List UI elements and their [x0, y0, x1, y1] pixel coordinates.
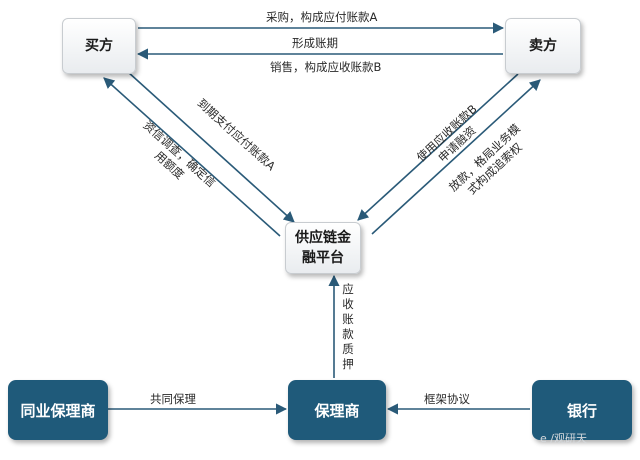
peer-factor-node: 同业保理商 [8, 380, 108, 440]
factor-node: 保理商 [288, 380, 386, 440]
arrow-credit-check [103, 77, 281, 237]
label-pledge: 应收账款质押 [342, 282, 354, 371]
label-co-factoring: 共同保理 [150, 392, 196, 406]
seller-node: 卖方 [505, 18, 581, 74]
buyer-node: 买方 [62, 18, 136, 74]
arrow-pay-due [127, 71, 295, 223]
arrow-loan [371, 79, 541, 235]
arrow-apply-financing [357, 73, 519, 221]
bank-node: 银行 [532, 380, 632, 440]
label-payment-term: 形成账期 [292, 36, 338, 50]
platform-label: 供应链金融平台 [295, 230, 351, 266]
watermark: e /观研天 [540, 432, 587, 445]
platform-node: 供应链金融平台 [285, 222, 361, 274]
label-framework: 框架协议 [424, 392, 470, 406]
label-purchase: 采购，构成应付账款A [266, 10, 378, 24]
label-sale: 销售，构成应收账款B [270, 60, 382, 74]
